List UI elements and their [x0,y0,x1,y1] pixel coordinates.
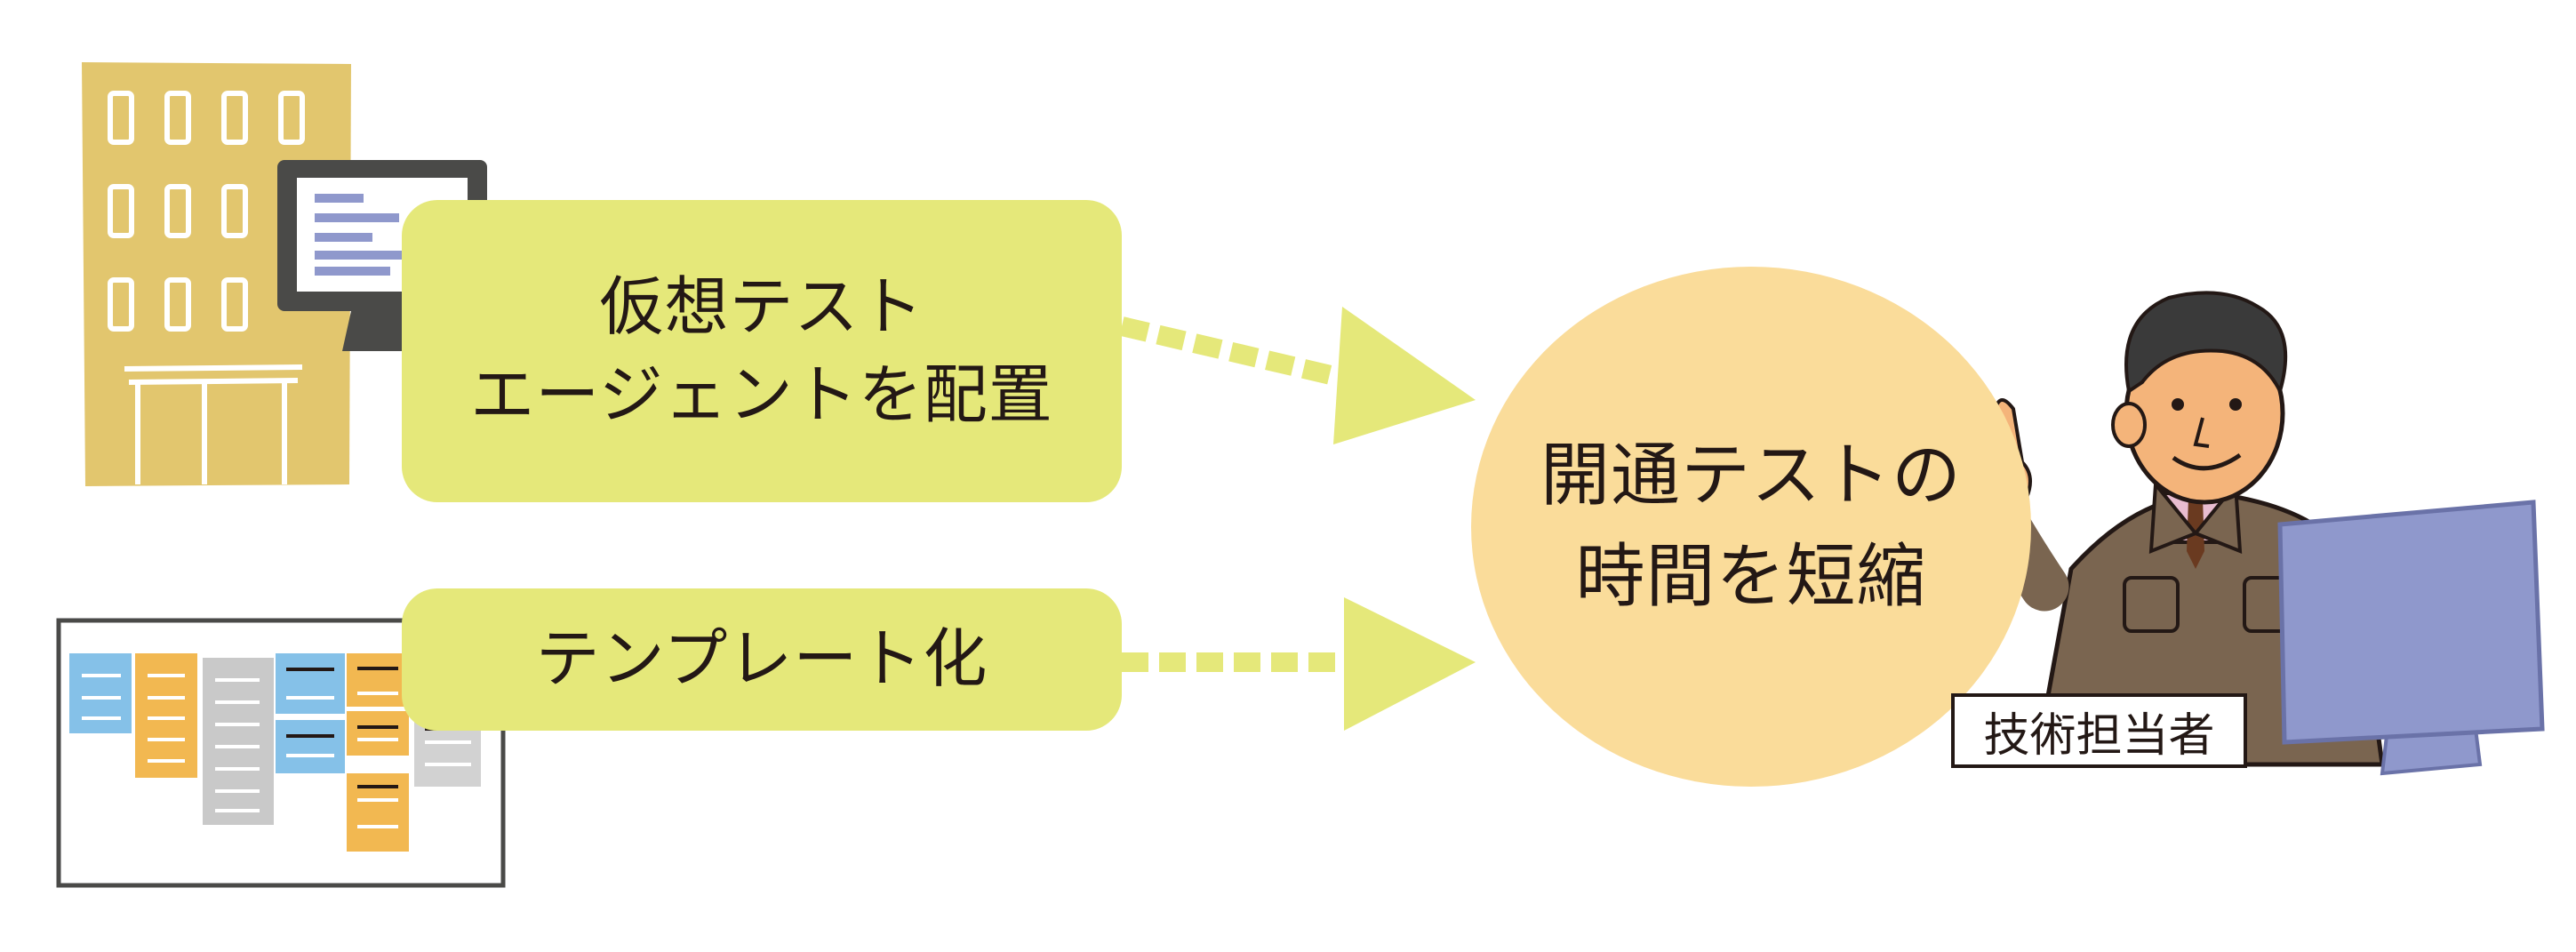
step-box-virtual-agent: 仮想テスト エージェントを配置 [402,200,1122,502]
result-line: 時間を短縮 [1575,536,1927,617]
step-box-line: テンプレート化 [535,621,988,697]
role-label: 技術担当者 [1951,693,2247,768]
result-line: 開通テストの [1540,436,1962,516]
dotted-arrow-icon [1122,597,1476,731]
computer-monitor-icon [2277,500,2545,776]
step-box-line: エージェントを配置 [470,357,1053,432]
step-box-line: 仮想テスト [599,268,924,344]
step-box-template: テンプレート化 [402,588,1122,731]
result-circle: 開通テストの 時間を短縮 [1471,267,2031,787]
dotted-arrow-icon [1119,307,1476,444]
